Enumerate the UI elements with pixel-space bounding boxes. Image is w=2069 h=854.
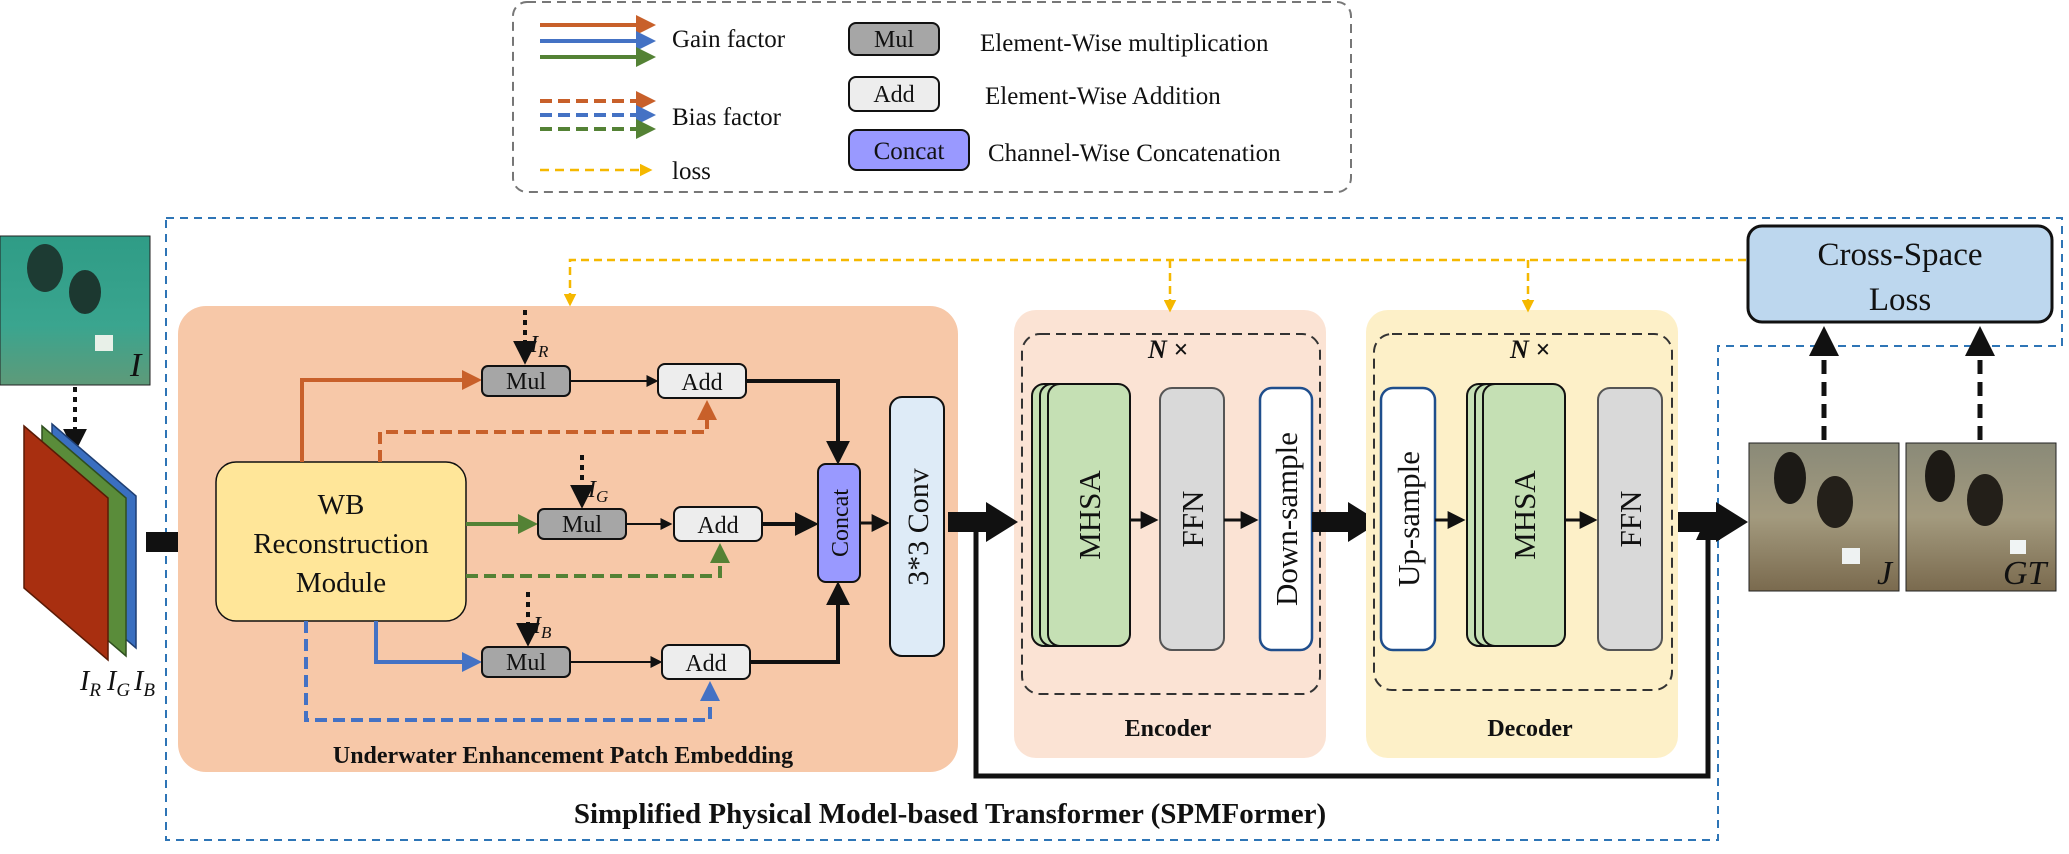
ground-truth-image: GT [1905,442,2057,592]
wb-line-3: Module [296,567,386,599]
encoder-to-decoder-arrow [1312,502,1380,542]
legend-add-box [848,76,940,112]
spmformer-frame [165,217,2063,841]
input-image-label: I [129,347,143,384]
channel-labels: IR IG IB [79,666,155,701]
decoder-upsample-label: Up-sample [1391,451,1426,587]
conv-label: 3*3 Conv [902,468,935,586]
conv-box [889,396,945,657]
gt-diver-2 [1967,474,2003,526]
wb-line-1: WB [318,489,365,521]
encoder-downsample-label: Down-sample [1269,432,1304,606]
gain-arrow-blue [374,621,482,672]
legend-bias-label: Bias factor [672,104,782,131]
inject-label-b: IB [532,613,552,642]
legend-gain-label: Gain factor [672,26,786,53]
output-image: J [1748,442,1900,592]
decoder-mhsa-box [1482,383,1566,647]
mul-label-b: Mul [506,650,546,676]
add-to-concat-arrow-r [746,379,850,465]
legend-frame [512,1,1352,193]
legend-add-desc: Element-Wise Addition [985,83,1221,110]
cross-space-loss-box [1746,224,2054,324]
decoder-repeat-frame [1373,333,1673,691]
concat-label: Concat [828,489,854,557]
legend-loss-label: loss [672,158,711,185]
legend-concat-box [848,129,970,171]
channel-plane-r [23,424,109,662]
add-label-r: Add [681,370,722,396]
channel-stack [23,422,137,662]
bias-arrow-green [466,543,730,578]
decoder-mhsa-label: MHSA [1507,470,1542,560]
loss-line-2: Loss [1869,282,1931,318]
add-label-g: Add [697,513,738,539]
output-diver-2 [1817,476,1853,528]
loss-arrow-to-patch [563,258,1746,307]
main-title: Simplified Physical Model-based Transfor… [574,798,1326,830]
output-image-label: J [1877,555,1894,592]
add-label-b: Add [685,651,726,677]
decoder-title: Decoder [1487,716,1573,742]
loss-line-1: Cross-Space [1818,237,1983,273]
skip-connection-line [973,522,1711,779]
inject-label-g: IG [587,477,608,506]
channel-label-g: IG [106,666,130,701]
gt-image-label: GT [2003,555,2049,592]
legend-mul-desc: Element-Wise multiplication [980,30,1269,57]
encoder-mhsa-box [1047,383,1131,647]
gt-diver-1 [1925,450,1955,502]
output-diver-1 [1774,452,1806,504]
conv-to-encoder-arrow [948,502,1018,542]
decoder-repeat: N × [1509,335,1550,364]
wb-line-2: Reconstruction [253,528,429,560]
encoder-repeat: N × [1147,335,1188,364]
encoder-ffn-label: FFN [1175,491,1210,548]
decoder-to-output-arrow [1678,502,1748,542]
diver-silhouette-1 [27,244,63,292]
legend-concat-desc: Channel-Wise Concatenation [988,140,1281,167]
legend-mul-box [848,22,940,56]
encoder-title: Encoder [1125,716,1212,742]
legend-mul-box-label: Mul [874,27,914,53]
encoder-mhsa-label: MHSA [1072,470,1107,560]
legend-add-box-label: Add [873,82,914,108]
mul-label-g: Mul [562,512,602,538]
diver-silhouette-2 [69,270,101,314]
decoder-ffn-label: FFN [1613,491,1648,548]
channel-label-r: IR [79,666,101,701]
input-photo [0,235,151,386]
gain-arrow-red [300,370,482,462]
channel-label-b: IB [133,666,155,701]
patch-embedding-title: Underwater Enhancement Patch Embedding [333,743,793,769]
gt-slate [2010,540,2026,554]
mul-label-r: Mul [506,369,546,395]
legend: Gain factor Bias factor loss Mul Element… [512,1,1352,193]
add-to-concat-arrow-b [750,581,850,664]
inject-label-r: IR [529,332,549,361]
output-slate [1842,548,1860,564]
legend-concat-box-label: Concat [874,138,945,165]
input-image: I [0,235,151,386]
slate-highlight [95,335,113,351]
wb-reconstruction-module [215,461,467,622]
decoder-ffn-box [1597,387,1663,651]
bias-arrow-red [378,400,717,462]
